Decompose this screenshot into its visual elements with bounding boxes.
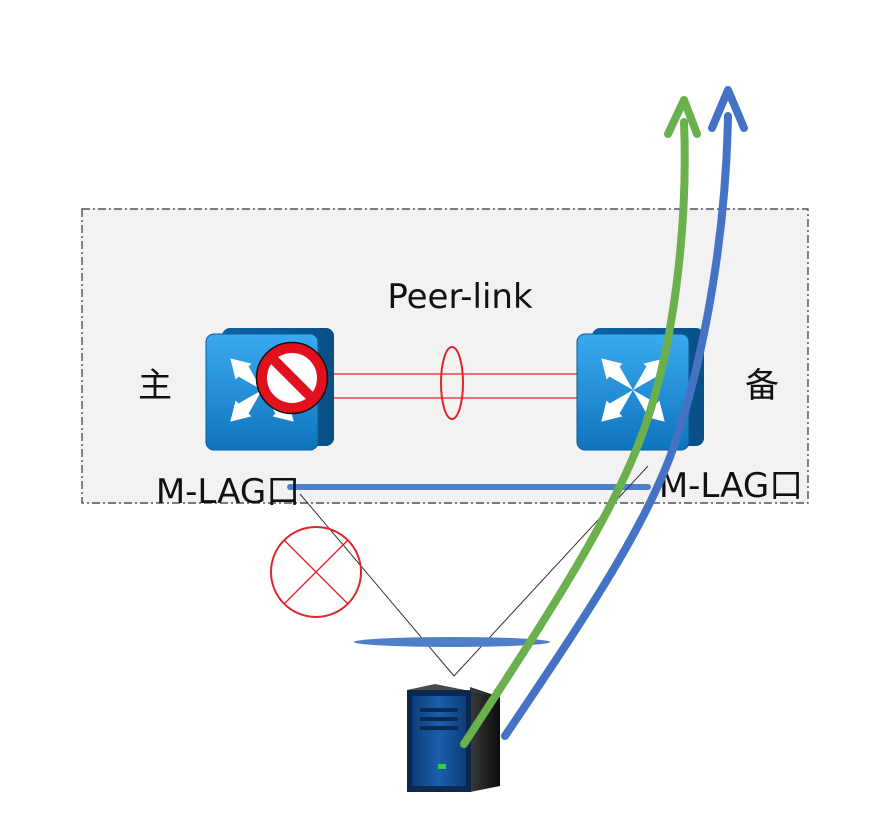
prohibited-icon (255, 341, 329, 415)
mlag-port-left-label: M-LAG口 (156, 472, 300, 512)
server-bundle-ellipse (354, 637, 550, 647)
blue-traffic-path (501, 86, 748, 740)
peer-link (333, 346, 580, 420)
backup-label: 备 (745, 366, 779, 406)
green-traffic-path (460, 96, 701, 748)
mlag-port-right-label: M-LAG口 (659, 466, 803, 506)
primary-label: 主 (138, 366, 172, 406)
peer-link-label: Peer-link (387, 277, 533, 317)
server-icon (407, 684, 500, 792)
failure-x-icon (270, 526, 362, 618)
